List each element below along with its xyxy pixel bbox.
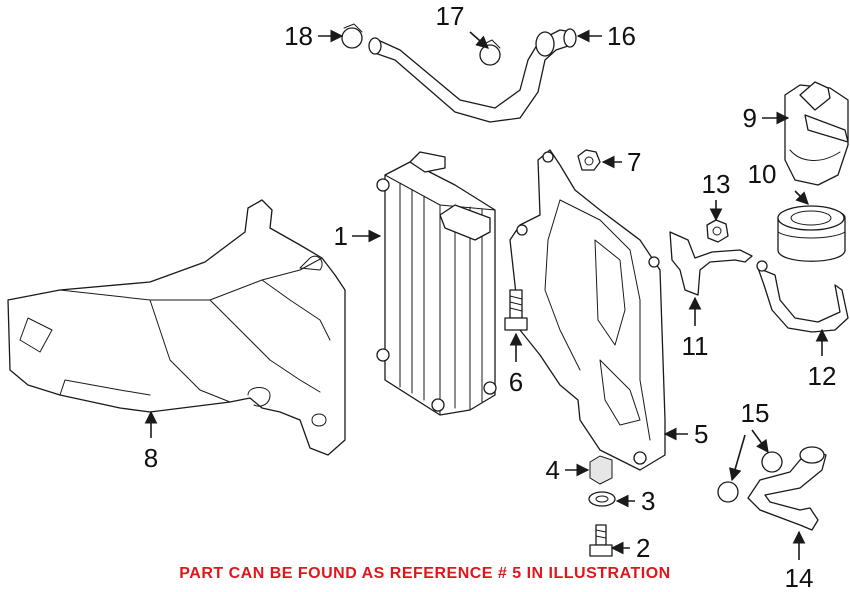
callout-7: 7 [627,147,641,177]
callout-11: 11 [682,331,709,361]
part-11-bracket [669,231,753,296]
reference-note: PART CAN BE FOUND AS REFERENCE # 5 IN IL… [179,565,671,582]
part-4-grommet [589,455,613,485]
part-3-washer [588,491,616,507]
callout-17: 17 [436,1,465,31]
part-10-mount [777,205,846,262]
part-14-lower-hose [747,446,827,531]
callout-5: 5 [694,419,708,449]
part-6-bolt [504,289,528,331]
callout-13: 13 [702,169,731,199]
callout-9: 9 [743,103,757,133]
leader-lines [144,29,829,560]
part-1-radiator [376,151,497,416]
part-13-nut [706,219,729,243]
callout-6: 6 [509,367,523,397]
part-7-nut [577,149,601,171]
part-16-upper-hose [368,28,577,123]
part-2-bolt [589,524,613,557]
part-5-bracket [509,149,666,471]
part-8-air-duct [7,199,346,456]
part-9-water-pump [784,81,849,186]
callout-18: 18 [284,21,313,51]
callout-14: 14 [785,563,814,592]
callout-12: 12 [808,361,837,391]
callout-3: 3 [641,486,655,516]
callout-8: 8 [144,443,158,473]
part-17-clamp [479,39,501,66]
callout-15: 15 [741,398,770,428]
part-15-clamps [717,451,783,503]
callout-16: 16 [607,21,636,51]
callout-2: 2 [636,533,650,563]
part-12-clamp [756,260,849,333]
part-18-clamp [341,23,363,49]
callout-10: 10 [748,159,777,189]
callout-4: 4 [546,455,560,485]
callout-1: 1 [334,221,348,251]
